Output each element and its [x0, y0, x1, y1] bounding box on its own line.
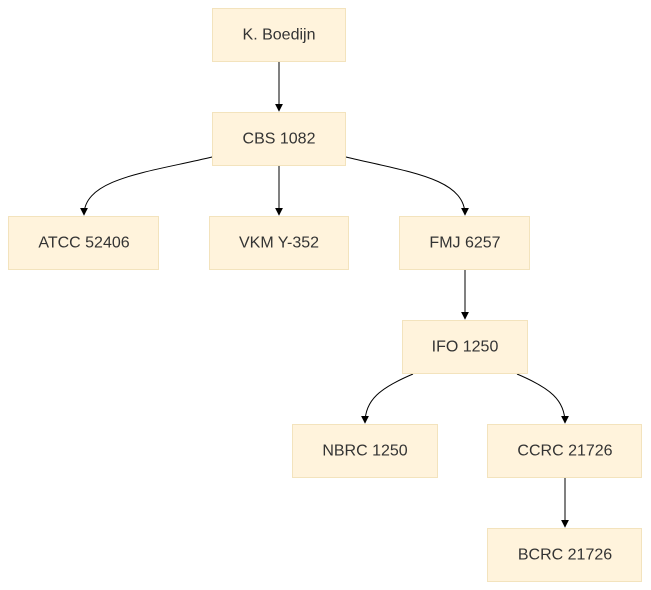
- node-label: K. Boedijn: [243, 27, 316, 44]
- node-label: NBRC 1250: [322, 443, 407, 460]
- node-ifo-1250: IFO 1250: [402, 320, 528, 374]
- node-ccrc-21726: CCRC 21726: [487, 424, 642, 478]
- node-cbs-1082: CBS 1082: [212, 112, 346, 166]
- edge-n6-n8: [516, 373, 569, 424]
- edges: [80, 62, 569, 528]
- node-label: BCRC 21726: [518, 547, 612, 564]
- node-k-boedijn: K. Boedijn: [212, 8, 346, 62]
- node-label: CCRC 21726: [517, 443, 612, 460]
- node-nbrc-1250: NBRC 1250: [292, 424, 438, 478]
- node-label: FMJ 6257: [429, 235, 500, 252]
- edge-n6-n7: [361, 373, 414, 424]
- node-atcc-52406: ATCC 52406: [8, 216, 159, 270]
- node-fmj-6257: FMJ 6257: [399, 216, 530, 270]
- node-vkm-y-352: VKM Y-352: [209, 216, 349, 270]
- node-label: VKM Y-352: [239, 235, 319, 252]
- edge-n2-n3: [80, 156, 213, 216]
- edge-n2-n5: [345, 156, 469, 216]
- node-label: IFO 1250: [432, 339, 499, 356]
- node-label: CBS 1082: [243, 131, 316, 148]
- node-bcrc-21726: BCRC 21726: [487, 528, 642, 582]
- node-label: ATCC 52406: [38, 235, 129, 252]
